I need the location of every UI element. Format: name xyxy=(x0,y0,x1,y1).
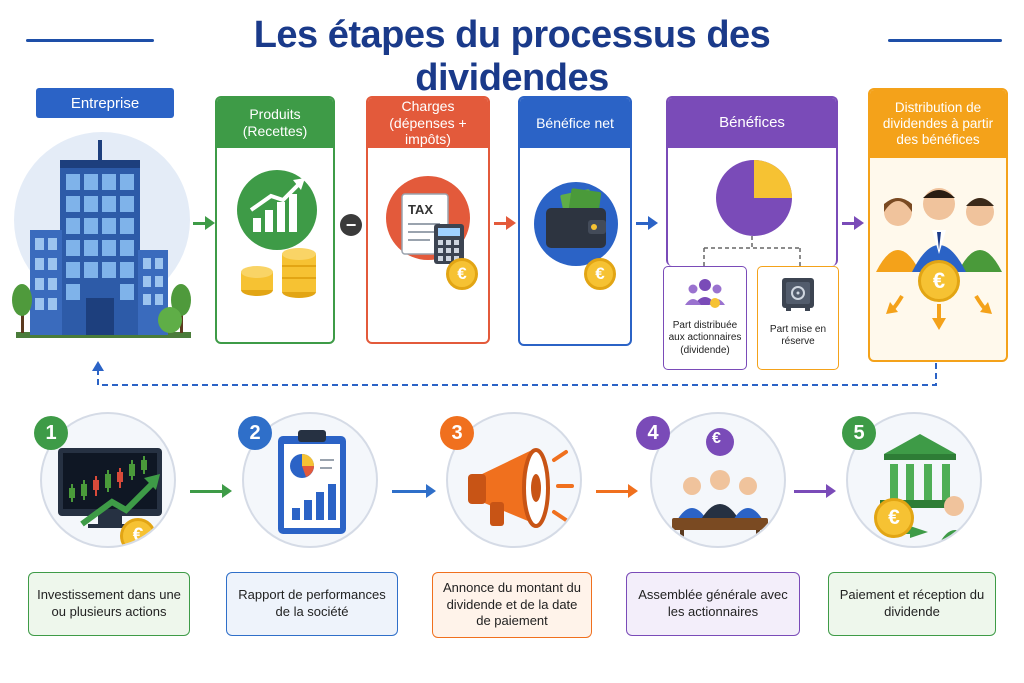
step-2-label: Rapport de performances de la société xyxy=(226,572,398,636)
stock-chart-icon xyxy=(58,448,162,528)
charges-card: Charges (dépenses + impôts) TAX € xyxy=(366,96,490,344)
reinvestment-loop-arrow xyxy=(92,361,937,386)
title-line-right xyxy=(888,39,1002,42)
meeting-icon xyxy=(672,428,768,540)
shareholders-icon xyxy=(876,188,1002,330)
reserve-part-label: Part mise en réserve xyxy=(769,323,827,348)
profits-split-connector xyxy=(703,236,801,266)
step-5-euro-coin: € xyxy=(874,498,914,538)
arrow-step-2-3 xyxy=(392,484,436,498)
products-card: Produits (Recettes) xyxy=(215,96,335,344)
distributed-part-box: Part distribuée aux actionnaires (divide… xyxy=(663,266,747,370)
distribution-title: Distribution de dividendes à partir des … xyxy=(870,90,1006,158)
products-title: Produits (Recettes) xyxy=(217,98,333,148)
step-1-label: Investissement dans une ou plusieurs act… xyxy=(28,572,190,636)
shareholders-group-icon xyxy=(685,279,725,308)
step-5-number: 5 xyxy=(842,416,876,450)
arrow-company-products xyxy=(193,216,215,230)
distribution-card: Distribution de dividendes à partir des … xyxy=(868,88,1008,362)
step-4-number: 4 xyxy=(636,416,670,450)
step-3-number: 3 xyxy=(440,416,474,450)
step-3-circle xyxy=(446,412,582,548)
net-profit-title: Bénéfice net xyxy=(520,98,630,148)
step-5-label: Paiement et réception du dividende xyxy=(828,572,996,636)
page-title: Les étapes du processus des dividendes xyxy=(253,14,771,99)
minus-symbol: − xyxy=(340,214,362,236)
tax-document-icon xyxy=(386,176,470,264)
arrow-step-1-2 xyxy=(190,484,232,498)
step-1-circle: € xyxy=(40,412,176,548)
net-profit-euro-coin: € xyxy=(584,258,616,290)
step-3-label: Annonce du montant du dividende et de la… xyxy=(432,572,592,638)
title-line-left xyxy=(26,39,154,42)
distributed-part-label: Part distribuée aux actionnaires (divide… xyxy=(668,319,742,356)
wallet-icon xyxy=(534,182,618,266)
tax-label: TAX xyxy=(408,202,434,217)
safe-icon xyxy=(782,278,814,311)
company-label: Entreprise xyxy=(36,88,174,118)
step-1-number: 1 xyxy=(34,416,68,450)
meeting-euro-symbol: € xyxy=(712,430,721,447)
arrow-step-4-5 xyxy=(794,484,836,498)
distribution-euro-coin: € xyxy=(918,260,960,302)
step-4-label: Assemblée générale avec les actionnaires xyxy=(626,572,800,636)
pie-chart-icon xyxy=(716,160,792,236)
arrow-net-profits xyxy=(636,216,658,230)
step-1-euro-coin: € xyxy=(120,518,156,546)
arrow-step-3-4 xyxy=(596,484,638,498)
step-2-number: 2 xyxy=(238,416,272,450)
reserve-part-box: Part mise en réserve xyxy=(757,266,839,370)
arrow-charges-net xyxy=(494,216,516,230)
profits-title: Bénéfices xyxy=(668,98,836,148)
company-illustration xyxy=(10,120,195,342)
arrow-profits-distribution xyxy=(842,216,864,230)
megaphone-icon xyxy=(468,448,574,528)
growth-chart-icon xyxy=(237,170,317,298)
report-clipboard-icon xyxy=(278,430,346,534)
step-4-circle: € xyxy=(650,412,786,548)
net-profit-card: Bénéfice net € xyxy=(518,96,632,346)
charges-title: Charges (dépenses + impôts) xyxy=(368,98,488,148)
charges-euro-coin: € xyxy=(446,258,478,290)
